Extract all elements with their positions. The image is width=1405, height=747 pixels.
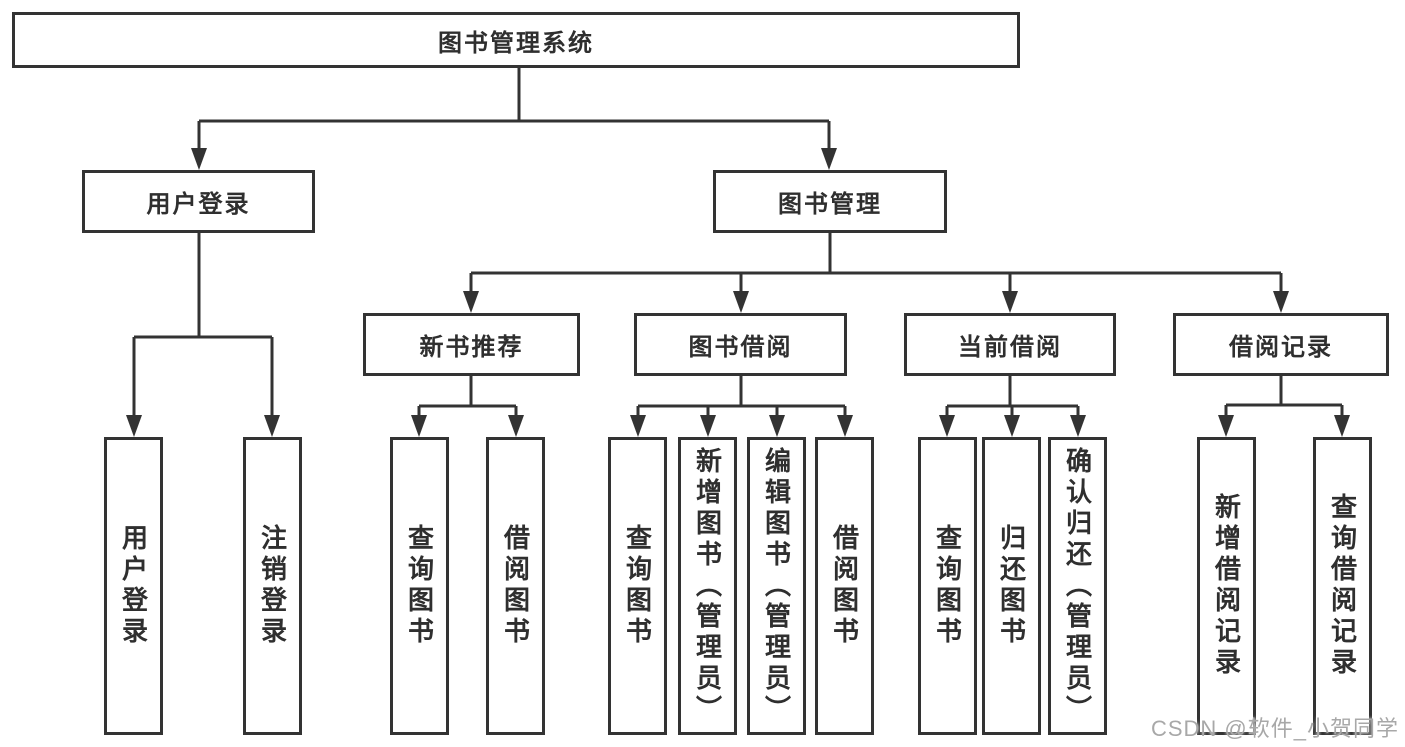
node-root-label: 图书管理系统 <box>438 29 594 57</box>
leaf-current-return-label: 归还图书 <box>996 524 1027 648</box>
leaf-borrowing-edit-label: 编辑图书（管理员） <box>761 446 792 726</box>
connector-user-login-to-leaves <box>126 233 280 437</box>
arrowhead <box>1004 415 1020 437</box>
node-new-books-label: 新书推荐 <box>419 334 524 361</box>
arrowhead <box>733 291 749 313</box>
connector-borrowing-records-to-leaves <box>1218 376 1350 437</box>
leaf-user-login-label: 用户登录 <box>118 524 149 648</box>
leaf-records-add-label: 新增借阅记录 <box>1211 493 1242 679</box>
arrowhead <box>939 415 955 437</box>
node-book-borrowing: 图书借阅 <box>634 313 847 376</box>
arrowhead <box>1070 415 1086 437</box>
arrowhead <box>1334 415 1350 437</box>
arrowhead <box>191 148 207 170</box>
node-borrowing-records-label: 借阅记录 <box>1229 334 1333 361</box>
node-user-login-label: 用户登录 <box>146 191 251 218</box>
arrowhead <box>837 415 853 437</box>
leaf-current-query: 查询图书 <box>918 437 977 735</box>
node-book-borrowing-label: 图书借阅 <box>688 334 793 361</box>
node-current-borrowing-label: 当前借阅 <box>958 334 1062 361</box>
arrowhead <box>264 415 280 437</box>
connector-new-books-to-leaves <box>411 376 524 437</box>
leaf-borrowing-query-label: 查询图书 <box>622 524 653 648</box>
leaf-current-confirm-return: 确认归还（管理员） <box>1048 437 1107 735</box>
leaf-borrowing-borrow: 借阅图书 <box>815 437 874 735</box>
arrowhead <box>1273 291 1289 313</box>
arrowhead <box>508 415 524 437</box>
node-root: 图书管理系统 <box>12 12 1020 68</box>
leaf-new-books-borrow-label: 借阅图书 <box>500 524 531 648</box>
node-borrowing-records: 借阅记录 <box>1173 313 1389 376</box>
leaf-records-add: 新增借阅记录 <box>1197 437 1256 735</box>
node-current-borrowing: 当前借阅 <box>904 313 1116 376</box>
arrowhead <box>411 415 427 437</box>
leaf-borrowing-add: 新增图书（管理员） <box>678 437 737 735</box>
node-book-management: 图书管理 <box>713 170 947 233</box>
leaf-new-books-query: 查询图书 <box>390 437 449 735</box>
leaf-logout-label: 注销登录 <box>257 524 288 648</box>
arrowhead <box>821 148 837 170</box>
node-user-login: 用户登录 <box>82 170 315 233</box>
arrowhead <box>1002 291 1018 313</box>
connector-root-to-level2 <box>191 68 837 170</box>
leaf-borrowing-borrow-label: 借阅图书 <box>829 524 860 648</box>
csdn-watermark: CSDN @软件_小贺同学 <box>1150 716 1399 741</box>
leaf-new-books-query-label: 查询图书 <box>404 524 435 648</box>
connector-book-borrowing-to-leaves <box>630 376 853 437</box>
arrowhead <box>463 291 479 313</box>
leaf-borrowing-add-label: 新增图书（管理员） <box>692 446 723 726</box>
arrowhead <box>630 415 646 437</box>
arrowhead <box>126 415 142 437</box>
arrowhead <box>769 415 785 437</box>
leaf-new-books-borrow: 借阅图书 <box>486 437 545 735</box>
arrowhead <box>1218 415 1234 437</box>
leaf-borrowing-query: 查询图书 <box>608 437 667 735</box>
leaf-user-login: 用户登录 <box>104 437 163 735</box>
connector-current-borrowing-to-leaves <box>939 376 1086 437</box>
leaf-records-query-label: 查询借阅记录 <box>1327 493 1358 679</box>
leaf-records-query: 查询借阅记录 <box>1313 437 1372 735</box>
leaf-logout: 注销登录 <box>243 437 302 735</box>
arrowhead <box>700 415 716 437</box>
leaf-borrowing-edit: 编辑图书（管理员） <box>747 437 806 735</box>
leaf-current-return: 归还图书 <box>982 437 1041 735</box>
leaf-current-query-label: 查询图书 <box>932 524 963 648</box>
leaf-current-confirm-return-label: 确认归还（管理员） <box>1062 446 1093 726</box>
connector-book-management-to-level3 <box>463 233 1289 313</box>
node-book-management-label: 图书管理 <box>778 191 882 218</box>
node-new-books: 新书推荐 <box>363 313 580 376</box>
